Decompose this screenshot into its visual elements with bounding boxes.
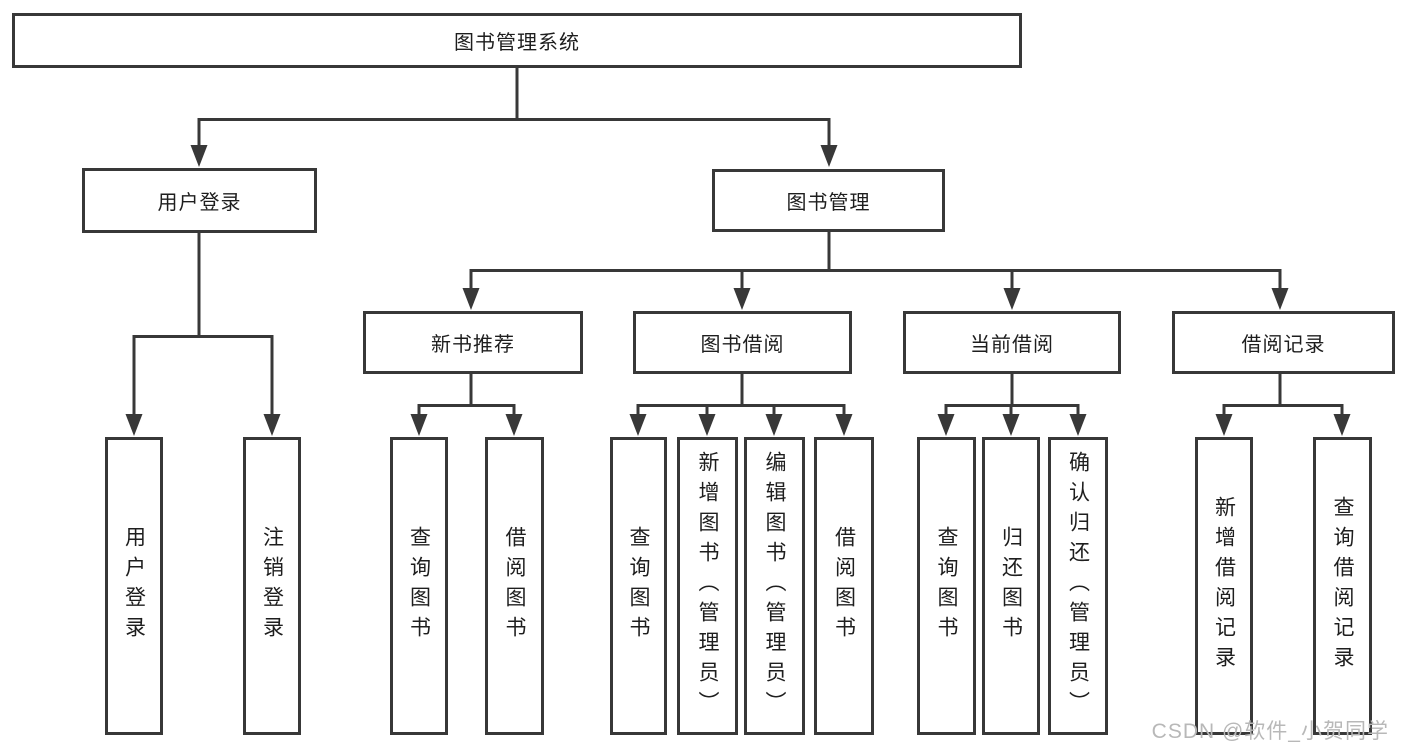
leaf-add-borrow-record-label: 新增借阅记录 (1212, 496, 1236, 676)
leaf-return-books-label: 归还图书 (999, 526, 1023, 646)
node-user-login: 用户登录 (82, 168, 317, 233)
leaf-confirm-return-admin: 确认归还（管理员） (1048, 437, 1108, 735)
leaf-return-books: 归还图书 (982, 437, 1040, 735)
leaf-borrowing-query-books-label: 查询图书 (627, 526, 650, 646)
leaf-recommend-borrow-books: 借阅图书 (485, 437, 544, 735)
leaf-borrowing-query-books: 查询图书 (610, 437, 667, 735)
node-new-book-recommend-label: 新书推荐 (431, 334, 515, 356)
leaf-borrow-books-label: 借阅图书 (832, 526, 856, 646)
node-borrowing-records: 借阅记录 (1172, 311, 1395, 374)
leaf-edit-books-admin: 编辑图书（管理员） (744, 437, 805, 735)
leaf-logout-label: 注销登录 (260, 526, 284, 646)
leaf-edit-books-admin-label: 编辑图书（管理员） (763, 451, 786, 721)
leaf-borrow-books: 借阅图书 (814, 437, 874, 735)
leaf-add-books-admin-label: 新增图书（管理员） (696, 451, 719, 721)
node-current-borrowing-label: 当前借阅 (970, 334, 1054, 356)
leaf-query-borrow-record-label: 查询借阅记录 (1331, 496, 1354, 676)
leaf-recommend-borrow-books-label: 借阅图书 (503, 526, 526, 646)
node-user-login-label: 用户登录 (157, 192, 242, 214)
leaf-recommend-query-books: 查询图书 (390, 437, 448, 735)
leaf-add-books-admin: 新增图书（管理员） (677, 437, 738, 735)
node-borrowing-records-label: 借阅记录 (1241, 334, 1326, 356)
node-book-management-label: 图书管理 (786, 192, 871, 214)
leaf-recommend-query-books-label: 查询图书 (407, 526, 431, 646)
leaf-logout: 注销登录 (243, 437, 301, 735)
leaf-query-borrow-record: 查询借阅记录 (1313, 437, 1372, 735)
leaf-user-login: 用户登录 (105, 437, 163, 735)
node-book-borrowing: 图书借阅 (633, 311, 852, 374)
leaf-current-query-books: 查询图书 (917, 437, 976, 735)
leaf-confirm-return-admin-label: 确认归还（管理员） (1066, 451, 1090, 721)
node-book-management: 图书管理 (712, 169, 945, 232)
node-root: 图书管理系统 (12, 13, 1022, 68)
csdn-watermark: CSDN @软件_小贺同学 (1151, 720, 1389, 743)
node-new-book-recommend: 新书推荐 (363, 311, 583, 374)
leaf-user-login-label: 用户登录 (122, 526, 146, 646)
leaf-current-query-books-label: 查询图书 (935, 526, 958, 646)
node-current-borrowing: 当前借阅 (903, 311, 1121, 374)
node-book-borrowing-label: 图书借阅 (700, 334, 785, 356)
leaf-add-borrow-record: 新增借阅记录 (1195, 437, 1253, 735)
node-root-label: 图书管理系统 (454, 32, 580, 54)
